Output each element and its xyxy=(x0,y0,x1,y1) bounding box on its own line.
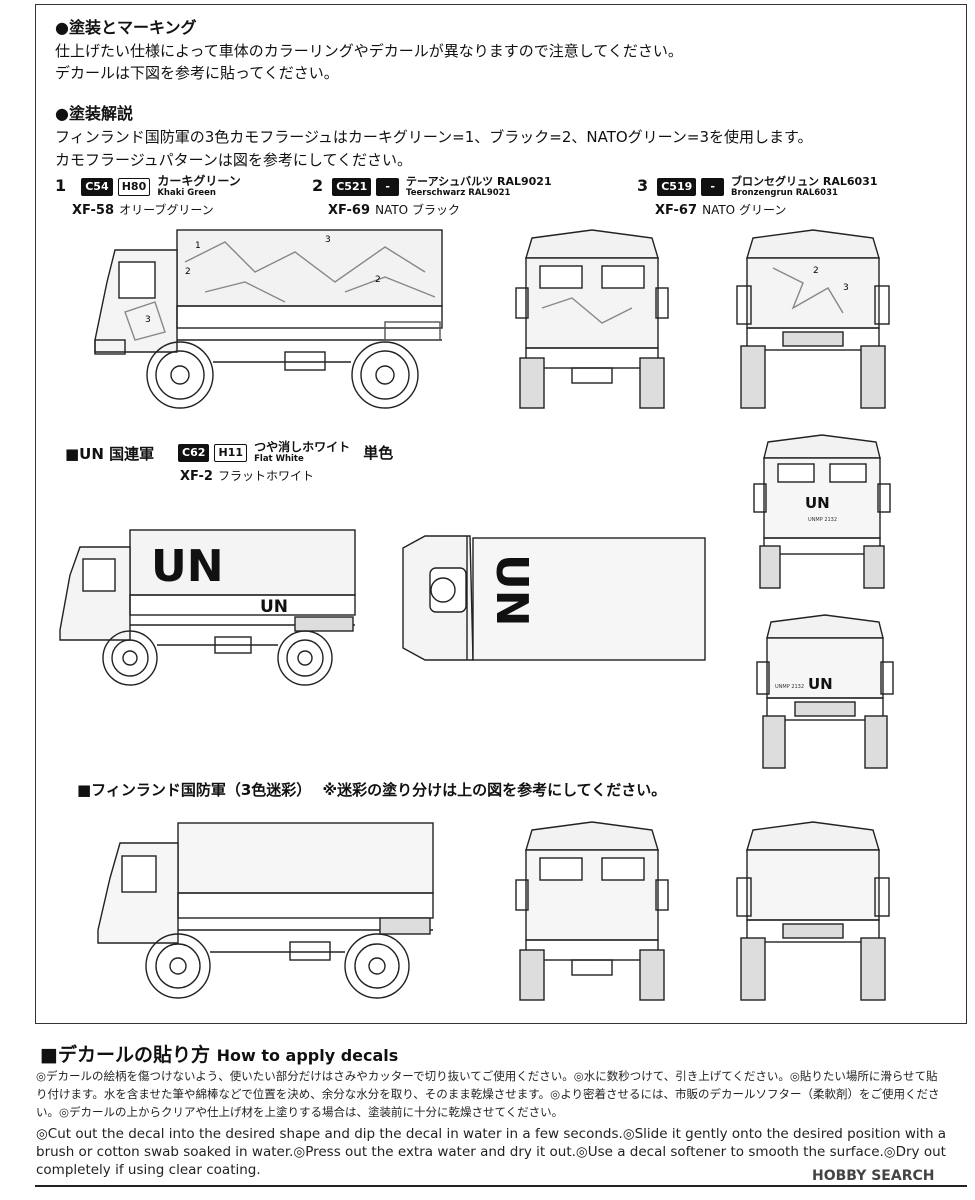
camo-label: 2 xyxy=(185,267,191,277)
license-plate: UNMP 2132 xyxy=(775,684,804,690)
hobby-search-watermark: HOBBY SEARCH xyxy=(812,1168,935,1184)
paint-code-b: H80 xyxy=(117,177,151,196)
un-marking-roof: UN xyxy=(486,554,537,627)
paint-guide-line-2: カモフラージュパターンは図を参考にしてください。 xyxy=(55,151,413,169)
howto-text-en: ◎Cut out the decal into the desired shap… xyxy=(36,1126,947,1178)
howto-title-jp: ■デカールの貼り方 xyxy=(40,1044,210,1066)
truck-finland-rear-view xyxy=(736,821,890,1001)
xf-code: XF-67 xyxy=(655,203,697,218)
painting-line-2: デカールは下図を参考に貼ってください。 xyxy=(55,64,339,82)
paint-code-b: H11 xyxy=(214,443,247,462)
finland-label: ■フィンランド国防軍（3色迷彩） xyxy=(77,781,312,799)
un-marking-front: UN xyxy=(805,494,830,512)
finland-note: ※迷彩の塗り分けは上の図を参考にしてください。 xyxy=(322,781,667,799)
un-marking-rear: UN xyxy=(808,675,833,693)
xf-code: XF-2 xyxy=(180,469,213,484)
painting-heading: ●塗装とマーキング xyxy=(55,18,197,37)
un-marking-large: UN xyxy=(151,541,224,592)
paint-name-en: Bronzengrun RAL6031 xyxy=(731,188,838,198)
truck-finland-front-view xyxy=(515,821,669,1001)
camo-label: 3 xyxy=(145,315,151,325)
truck-un-side-view: UN UN xyxy=(59,529,356,686)
paint-code-b: - xyxy=(376,177,399,196)
paint-code-a: C521 xyxy=(332,177,372,196)
paint-code-b: - xyxy=(701,177,724,196)
truck-un-front-view: UN UNMP 2132 xyxy=(753,434,891,589)
camo-label: 1 xyxy=(195,241,201,251)
howto-title-en: How to apply decals xyxy=(216,1046,399,1065)
paint-name-jp: つや消しホワイト xyxy=(254,440,351,454)
xf-name: NATO グリーン xyxy=(702,203,787,217)
truck-un-rear-view: UN UNMP 2132 xyxy=(756,614,894,769)
paint-xf-3: XF-67 NATO グリーン xyxy=(655,199,786,218)
truck-finland-side-view xyxy=(97,822,434,999)
un-xf: XF-2 フラットホワイト xyxy=(180,465,314,484)
instructions-frame xyxy=(35,4,967,1024)
camo-label: 3 xyxy=(843,283,849,293)
xf-name: NATO ブラック xyxy=(375,203,460,217)
paint-swatch-1: 1 C54 H80 カーキグリーン Khaki Green xyxy=(55,174,241,199)
howto-text-jp: ◎デカールの絵柄を傷つけないよう、使いたい部分だけはさみやカッターで切り抜いてご… xyxy=(36,1069,940,1119)
xf-name: オリーブグリーン xyxy=(119,203,214,217)
xf-name: フラットホワイト xyxy=(218,469,315,483)
paint-guide-line-1: フィンランド国防軍の3色カモフラージュはカーキグリーン=1、ブラック=2、NAT… xyxy=(55,128,813,146)
paint-xf-1: XF-58 オリーブグリーン xyxy=(72,199,214,218)
paint-name-en: Flat White xyxy=(254,454,304,464)
paint-number: 3 xyxy=(637,176,649,195)
license-plate: UNMP 2132 xyxy=(808,517,837,523)
xf-code: XF-69 xyxy=(328,203,370,218)
paint-name-en: Teerschwarz RAL9021 xyxy=(406,188,511,198)
paint-guide-heading: ●塗装解説 xyxy=(55,104,133,123)
un-paint-swatch: C62 H11 つや消しホワイト Flat White 単色 xyxy=(178,441,393,464)
paint-name-jp: テーアシュバルツ RAL9021 xyxy=(406,175,552,188)
paint-swatch-3: 3 C519 - ブロンセグリュン RAL6031 Bronzengrun RA… xyxy=(637,175,877,198)
un-marking-small: UN xyxy=(260,597,288,617)
painting-line-1: 仕上げたい仕様によって車体のカラーリングやデカールが異なりますので注意してくださ… xyxy=(55,42,683,60)
howto-title: ■デカールの貼り方 How to apply decals xyxy=(40,1040,398,1067)
paint-swatch-2: 2 C521 - テーアシュバルツ RAL9021 Teerschwarz RA… xyxy=(312,175,552,198)
paint-code-a: C62 xyxy=(178,443,210,462)
paint-code-a: C54 xyxy=(81,177,113,196)
camo-label: 3 xyxy=(325,235,331,245)
finland-section-label: ■フィンランド国防軍（3色迷彩） ※迷彩の塗り分けは上の図を参考にしてください。 xyxy=(77,779,666,800)
truck-un-top-view: UN xyxy=(402,535,706,661)
single-color-label: 単色 xyxy=(363,444,394,462)
paint-xf-2: XF-69 NATO ブラック xyxy=(328,199,460,218)
truck-camo-side-view: 1 3 2 2 3 xyxy=(94,229,443,409)
paint-name-en: Khaki Green xyxy=(157,188,216,198)
paint-name-jp: ブロンセグリュン RAL6031 xyxy=(731,175,878,188)
camo-label: 2 xyxy=(375,275,381,285)
camo-label: 2 xyxy=(813,266,819,276)
un-section-label: ■UN 国連軍 xyxy=(65,445,155,463)
paint-number: 2 xyxy=(312,176,324,195)
xf-code: XF-58 xyxy=(72,203,114,218)
truck-camo-rear-view: 2 3 xyxy=(736,229,890,409)
bottom-rule xyxy=(35,1185,967,1187)
paint-name-jp: カーキグリーン xyxy=(157,174,241,188)
truck-camo-front-view xyxy=(515,229,669,409)
paint-number: 1 xyxy=(55,176,67,195)
paint-code-a: C519 xyxy=(657,177,697,196)
